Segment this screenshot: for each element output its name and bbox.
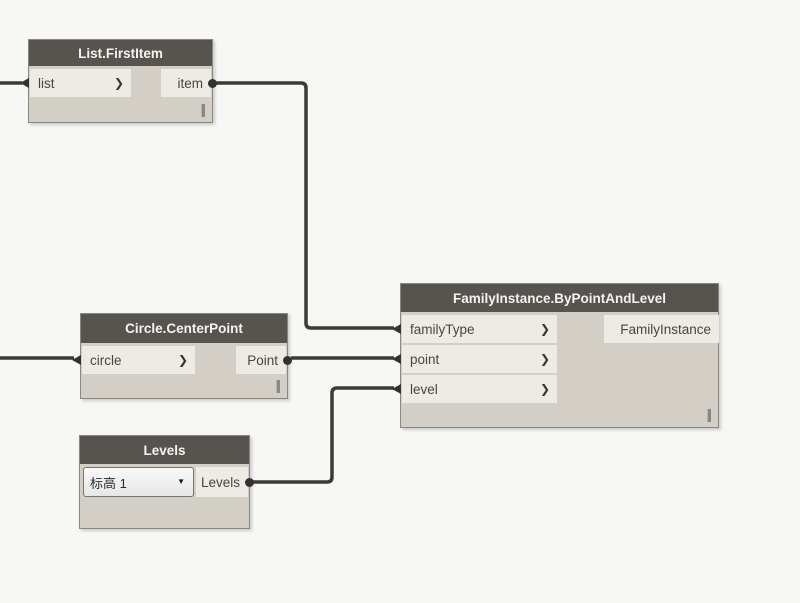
- input-port-marker-icon[interactable]: [392, 324, 401, 334]
- node-familyinstance-bypointandlevel[interactable]: FamilyInstance.ByPointAndLevel familyTyp…: [392, 283, 719, 428]
- output-port-label: FamilyInstance: [620, 321, 711, 337]
- output-port-connector-icon[interactable]: [283, 356, 292, 365]
- input-port-label: point: [410, 351, 440, 367]
- output-port-item[interactable]: item: [161, 69, 211, 97]
- output-port-connector-icon[interactable]: [208, 79, 217, 88]
- input-port-point[interactable]: point ❯: [402, 345, 557, 373]
- input-port-familytype[interactable]: familyType ❯: [402, 315, 557, 343]
- input-port-marker-icon[interactable]: [392, 354, 401, 364]
- lacing-indicator-icon: [276, 380, 280, 393]
- input-port-marker-icon[interactable]: [20, 78, 29, 88]
- node-title-bar[interactable]: List.FirstItem: [29, 40, 212, 66]
- caret-down-icon: ▼: [177, 477, 185, 486]
- input-port-marker-icon[interactable]: [392, 384, 401, 394]
- node-title: List.FirstItem: [78, 45, 163, 61]
- output-port-connector-icon[interactable]: [245, 478, 254, 487]
- levels-dropdown-value: 标高 1: [90, 475, 127, 491]
- input-port-label: level: [410, 381, 438, 397]
- input-port-list[interactable]: list ❯: [30, 69, 131, 97]
- node-levels[interactable]: Levels 标高 1 ▼ Levels: [79, 435, 254, 529]
- node-circle-centerpoint[interactable]: Circle.CenterPoint circle ❯ Point: [72, 313, 292, 399]
- input-port-circle[interactable]: circle ❯: [82, 346, 195, 374]
- node-title: Levels: [143, 442, 186, 458]
- chevron-right-icon: ❯: [539, 352, 550, 366]
- input-port-label: circle: [90, 352, 122, 368]
- node-title-bar[interactable]: Levels: [80, 436, 249, 464]
- port-row: list ❯ item: [20, 69, 217, 97]
- output-port-point[interactable]: Point: [236, 346, 286, 374]
- port-row: 标高 1 ▼ Levels: [80, 467, 254, 497]
- output-port-label: item: [177, 75, 203, 91]
- node-title-bar[interactable]: Circle.CenterPoint: [81, 314, 287, 343]
- output-port-label: Point: [247, 352, 278, 368]
- input-port-level[interactable]: level ❯: [402, 375, 557, 403]
- output-port-label: Levels: [200, 474, 240, 490]
- chevron-right-icon: ❯: [113, 76, 124, 90]
- chevron-right-icon: ❯: [539, 382, 550, 396]
- levels-dropdown[interactable]: 标高 1 ▼: [83, 467, 194, 497]
- port-row: point ❯: [392, 345, 718, 373]
- input-port-marker-icon[interactable]: [72, 355, 81, 365]
- output-port-familyinstance[interactable]: FamilyInstance: [604, 315, 719, 343]
- wire-item-to-familytype[interactable]: [216, 81, 394, 330]
- chevron-right-icon: ❯: [539, 322, 550, 336]
- input-port-label: list: [38, 75, 55, 91]
- port-row: familyType ❯ FamilyInstance: [392, 315, 719, 343]
- wire-levels-to-level[interactable]: [253, 386, 394, 484]
- port-row: level ❯: [392, 375, 718, 403]
- node-list-firstitem[interactable]: List.FirstItem list ❯ item: [20, 39, 217, 123]
- lacing-indicator-icon: [201, 104, 205, 117]
- chevron-right-icon: ❯: [177, 353, 188, 367]
- node-title: FamilyInstance.ByPointAndLevel: [452, 290, 667, 306]
- node-title: Circle.CenterPoint: [125, 321, 243, 336]
- lacing-indicator-icon: [707, 409, 711, 422]
- port-row: circle ❯ Point: [72, 346, 292, 374]
- node-title-bar[interactable]: FamilyInstance.ByPointAndLevel: [401, 284, 718, 312]
- output-port-levels[interactable]: Levels: [196, 467, 248, 497]
- input-port-label: familyType: [410, 321, 475, 337]
